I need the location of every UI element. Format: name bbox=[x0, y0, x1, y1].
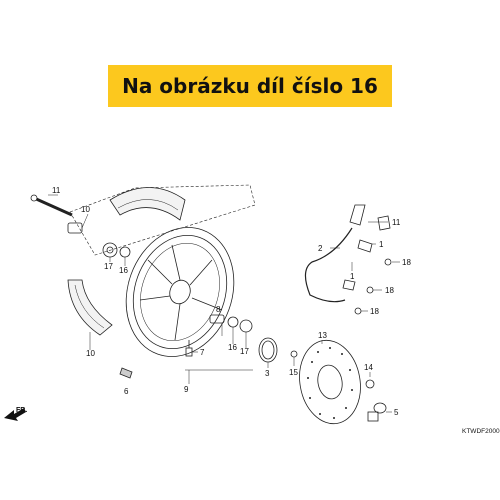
direction-label: FR. bbox=[16, 407, 27, 414]
callout-17-right: 17 bbox=[240, 347, 249, 356]
callout-5: 7 bbox=[200, 348, 205, 357]
callout-1-upper: 1 bbox=[379, 240, 384, 249]
wheel-speed-sensor-cable bbox=[304, 204, 391, 303]
assembly-outline bbox=[69, 184, 256, 256]
bolt-part-18a bbox=[384, 258, 392, 266]
callout-9: 9 bbox=[184, 385, 189, 394]
wheel-rim bbox=[125, 227, 235, 357]
callout-16-left: 16 bbox=[119, 266, 128, 275]
callout-18-lower: 18 bbox=[370, 307, 379, 316]
tire-upper bbox=[109, 187, 186, 221]
collar-right bbox=[209, 314, 225, 324]
callout-3: 3 bbox=[265, 369, 270, 378]
collar-part bbox=[67, 222, 83, 234]
bearing-right bbox=[239, 319, 253, 333]
callout-11: 11 bbox=[392, 218, 401, 227]
callout-18-middle: 18 bbox=[385, 286, 394, 295]
callout-16-right: 16 bbox=[228, 343, 237, 352]
bolt-part-14 bbox=[367, 402, 387, 422]
front-direction-arrow-icon: FR. bbox=[4, 407, 27, 421]
bolt-part-15 bbox=[290, 350, 298, 358]
callout-1-lower: 1 bbox=[350, 272, 355, 281]
callout-2: 2 bbox=[318, 244, 323, 253]
tire-lower bbox=[67, 279, 113, 336]
banner-text: Na obrázku díl číslo 16 bbox=[122, 74, 378, 98]
callout-8: 8 bbox=[216, 305, 221, 314]
callout-4: 6 bbox=[124, 387, 129, 396]
part-number-banner: Na obrázku díl číslo 16 bbox=[108, 65, 392, 107]
drawing-code: KTWDF2000 bbox=[462, 428, 500, 435]
callout-7: 10 bbox=[81, 205, 90, 214]
clip-part bbox=[119, 367, 133, 379]
callout-17-left: 17 bbox=[104, 262, 113, 271]
callout-18-upper: 18 bbox=[402, 258, 411, 267]
seal-left bbox=[119, 246, 131, 258]
brake-disc bbox=[299, 339, 361, 425]
speed-sensor-ring bbox=[258, 337, 278, 363]
callout-13: 14 bbox=[364, 363, 373, 372]
callout-15: 15 bbox=[289, 368, 298, 377]
callout-12: 13 bbox=[318, 331, 327, 340]
seal-right bbox=[227, 316, 239, 328]
bolt-part-18b bbox=[366, 286, 374, 294]
bolt-part-18c bbox=[354, 307, 362, 315]
axle-part bbox=[30, 194, 73, 217]
leader-lines bbox=[48, 194, 400, 413]
bolt-part-13 bbox=[365, 379, 375, 389]
callout-6: 11 bbox=[52, 186, 61, 195]
callout-10: 10 bbox=[86, 349, 95, 358]
callout-14: 5 bbox=[394, 408, 399, 417]
